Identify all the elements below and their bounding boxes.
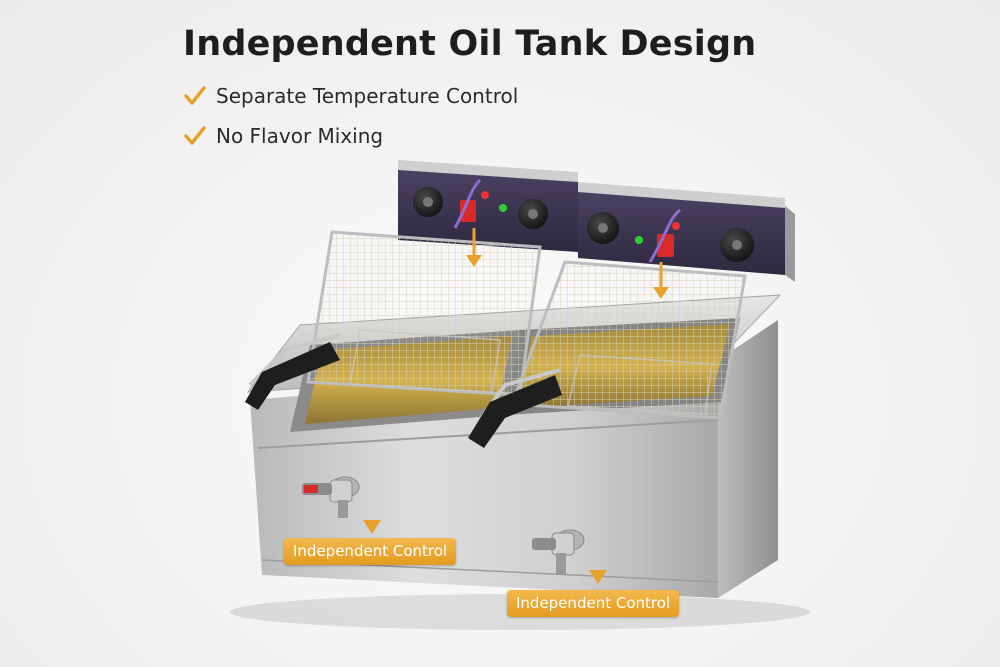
callout-independent-control-left: Independent Control (284, 538, 457, 565)
page-title: Independent Oil Tank Design (183, 24, 757, 64)
feature-label: No Flavor Mixing (216, 124, 384, 148)
feature-item-temperature: Separate Temperature Control (183, 84, 518, 108)
callout-independent-control-right: Independent Control (507, 590, 680, 617)
checkmark-icon (184, 86, 206, 105)
feature-label: Separate Temperature Control (216, 84, 519, 108)
drain-valve-left (302, 476, 360, 518)
drain-valve-right (532, 529, 585, 575)
checkmark-icon (184, 126, 206, 145)
feature-item-flavor: No Flavor Mixing (183, 124, 383, 148)
